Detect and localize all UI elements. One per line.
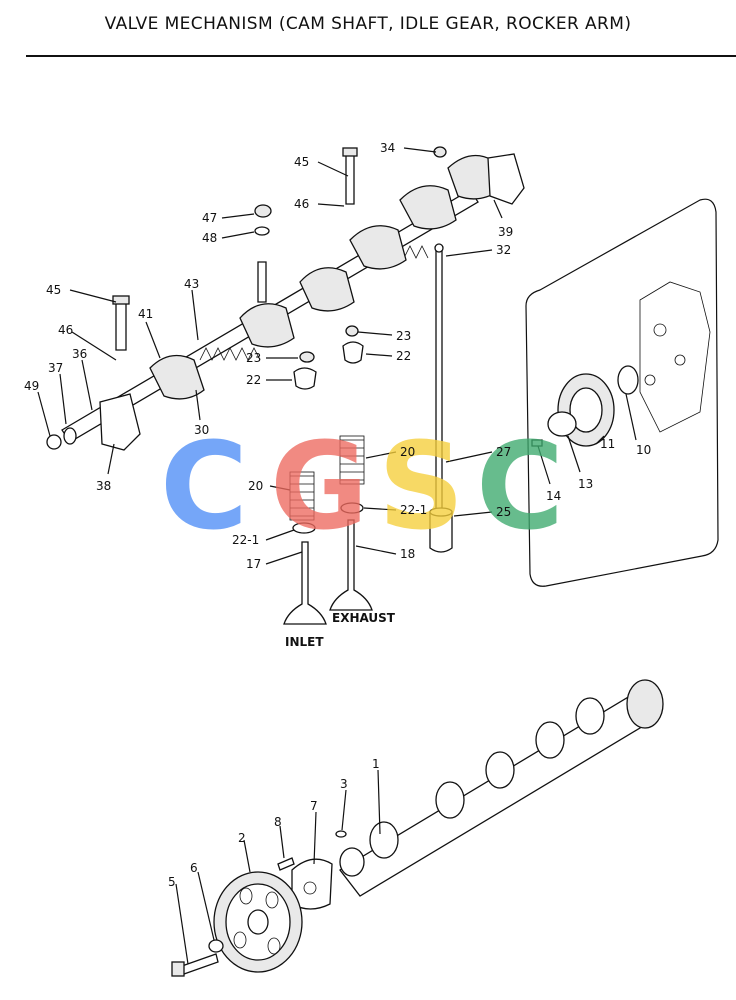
- callout-label: 20: [400, 445, 415, 459]
- callout-label: 27: [496, 445, 511, 459]
- watermark-letter-2: G: [270, 418, 369, 557]
- callout-label: 45: [294, 155, 309, 169]
- callout-label: 38: [96, 479, 111, 493]
- callout-label: 18: [400, 547, 415, 561]
- callout-label: 39: [498, 225, 513, 239]
- callout-label: 22: [246, 373, 261, 387]
- inlet-caption: INLET: [285, 635, 324, 649]
- watermark-letter-4: C: [476, 418, 564, 557]
- callout-label: 41: [138, 307, 153, 321]
- callout-label: 23: [246, 351, 261, 365]
- leader-lines: [37, 147, 637, 965]
- callout-label: 36: [72, 347, 87, 361]
- callout-label: 13: [578, 477, 593, 491]
- watermark: C G S C: [160, 418, 564, 557]
- callout-label: 22-1: [400, 503, 427, 517]
- callout-label: 23: [396, 329, 411, 343]
- callout-label: 14: [546, 489, 561, 503]
- callout-label: 17: [246, 557, 261, 571]
- callout-label: 37: [48, 361, 63, 375]
- title-rule: [26, 55, 736, 57]
- callout-label: 5: [168, 875, 176, 889]
- callout-label: 7: [310, 799, 318, 813]
- callout-label: 2: [238, 831, 246, 845]
- callout-label: 34: [380, 141, 395, 155]
- callout-label: 20: [248, 479, 263, 493]
- callout-label: 46: [294, 197, 309, 211]
- callout-label: 30: [194, 423, 209, 437]
- callout-label: 46: [58, 323, 73, 337]
- callout-label: 8: [274, 815, 282, 829]
- callout-label: 22-1: [232, 533, 259, 547]
- callout-label: 3: [340, 777, 348, 791]
- callout-label: 6: [190, 861, 198, 875]
- callout-label: 10: [636, 443, 651, 457]
- rocker-shaft-assembly: [46, 146, 525, 451]
- idle-gear-assembly: [525, 198, 719, 587]
- watermark-letter-1: C: [160, 418, 248, 557]
- callout-label: 25: [496, 505, 511, 519]
- callout-label: 32: [496, 243, 511, 257]
- callout-label: 1: [372, 757, 380, 771]
- callout-label: 48: [202, 231, 217, 245]
- page-title: VALVE MECHANISM (CAM SHAFT, IDLE GEAR, R…: [104, 14, 632, 34]
- callout-label: 45: [46, 283, 61, 297]
- push-rod-assembly: [429, 243, 453, 553]
- valve-assembly: [283, 435, 373, 625]
- exhaust-caption: EXHAUST: [332, 611, 396, 625]
- watermark-letter-3: S: [378, 418, 464, 557]
- callout-label: 49: [24, 379, 39, 393]
- callout-label: 11: [600, 437, 615, 451]
- camshaft-assembly: [171, 679, 664, 977]
- callout-label: 47: [202, 211, 217, 225]
- callout-label: 22: [396, 349, 411, 363]
- callout-labels: 45 34 46 47 48 39 32 45 41 43 46 36 37 4…: [24, 141, 651, 889]
- callout-label: 43: [184, 277, 199, 291]
